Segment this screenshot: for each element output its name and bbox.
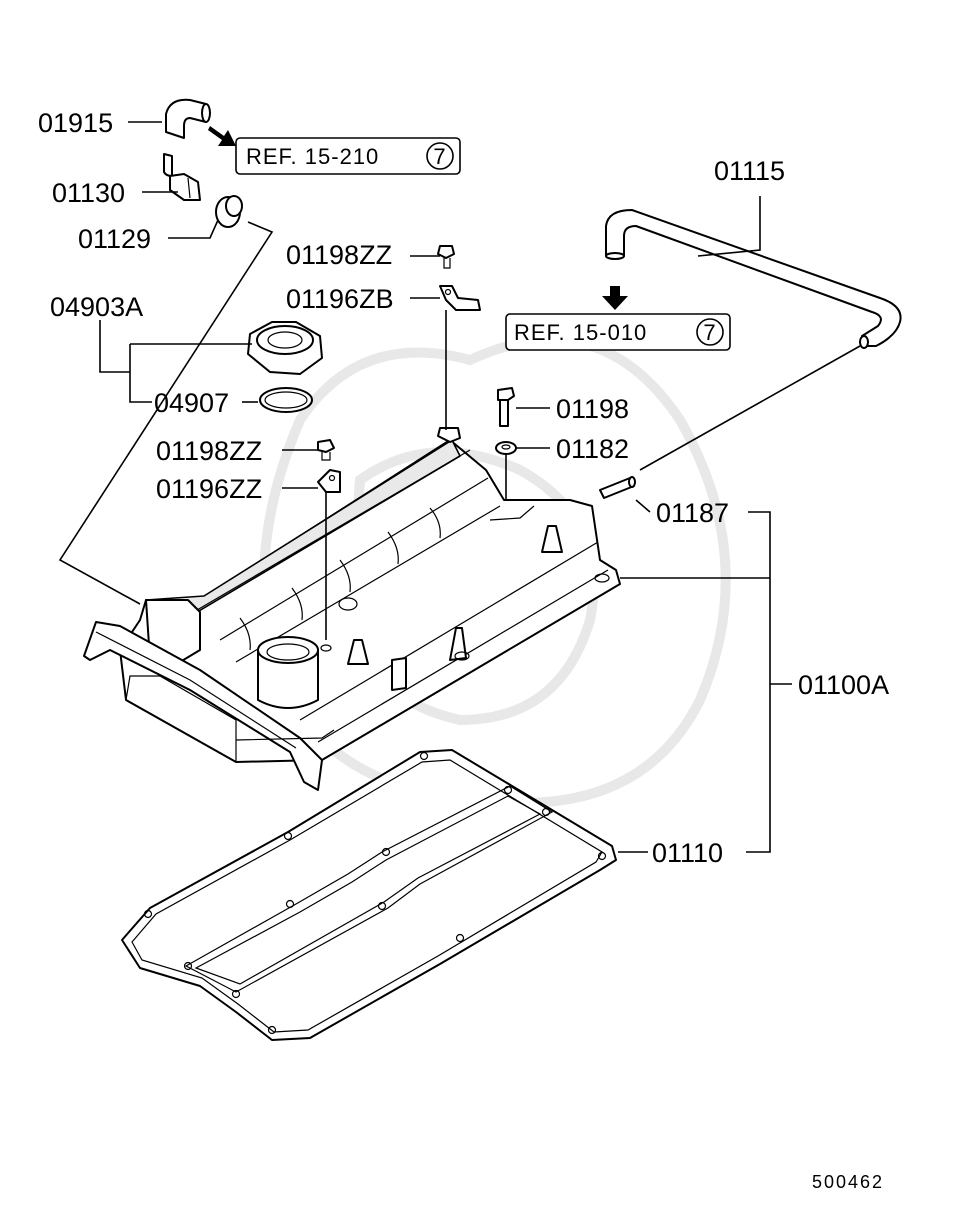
ref-top-text: REF. 15-210 (246, 144, 379, 169)
bolt-01198ZZ-mid (317, 439, 335, 461)
label-01115[interactable]: 01115 (714, 156, 785, 186)
arrow-to-ref-right (602, 286, 628, 310)
label-01187[interactable]: 01187 (656, 498, 729, 528)
leader-lines (58, 121, 861, 853)
rocker-cover (83, 439, 621, 791)
ref-box-right[interactable]: REF. 15-010 7 (505, 313, 731, 351)
label-01196ZZ[interactable]: 01196ZZ (156, 474, 262, 504)
ref-top-circled: 7 (433, 144, 446, 169)
label-04907[interactable]: 04907 (154, 388, 229, 418)
ref-right-circled: 7 (703, 320, 716, 345)
label-01196ZB[interactable]: 01196ZB (286, 284, 394, 314)
diagram-number: 500462 (812, 1172, 884, 1192)
bracket-01196ZB (439, 285, 481, 311)
bracket-on-cover (437, 427, 461, 443)
hose-01115 (605, 209, 902, 349)
arrow-to-ref-top (208, 126, 236, 146)
grommet-01129 (215, 195, 243, 228)
ref-top-circle (426, 142, 454, 170)
nipple-01187 (599, 476, 636, 499)
ref-box-top[interactable]: REF. 15-210 7 (235, 137, 461, 175)
label-01100A[interactable]: 01100A (798, 670, 889, 700)
ref-right-text: REF. 15-010 (514, 320, 647, 345)
part-labels: 01915 01130 01129 04903A 04907 01198ZZ 0… (38, 108, 889, 868)
oil-filler-cap-04903A (247, 321, 323, 375)
label-01198ZZ-mid[interactable]: 01198ZZ (156, 436, 262, 466)
label-01915[interactable]: 01915 (38, 108, 113, 138)
valve-cover-gasket (121, 749, 617, 1041)
ref-right-circle (696, 318, 724, 346)
bolt-01198ZZ-top (437, 245, 455, 269)
hose-01915 (165, 98, 211, 139)
label-01110[interactable]: 01110 (652, 838, 723, 868)
label-01130[interactable]: 01130 (52, 178, 125, 208)
oring-04907 (259, 387, 313, 413)
label-04903A[interactable]: 04903A (50, 292, 143, 322)
pcv-valve-01130 (163, 153, 201, 201)
bolt-01198 (497, 387, 515, 427)
washer-01182 (495, 441, 517, 455)
bracket-01196ZZ (317, 469, 341, 493)
label-01182[interactable]: 01182 (556, 434, 629, 464)
label-01198[interactable]: 01198 (556, 394, 629, 424)
label-01129[interactable]: 01129 (78, 224, 151, 254)
label-01198ZZ-top[interactable]: 01198ZZ (286, 240, 392, 270)
